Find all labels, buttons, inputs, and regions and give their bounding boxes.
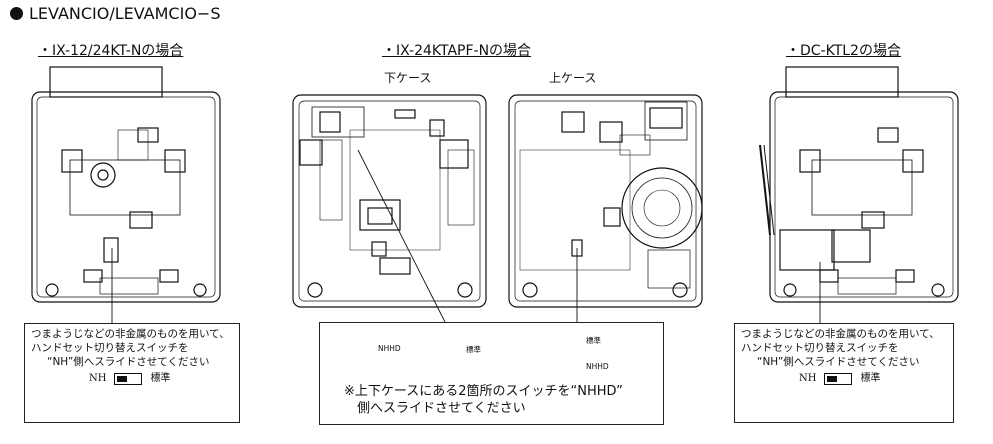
phone-ix12-drawing <box>31 66 221 303</box>
model-label-right: ・DC-KTL2の場合 <box>786 43 901 59</box>
heading-text: LEVANCIO/LEVAMCIO−S <box>29 4 221 23</box>
model-label-middle: ・IX-24KTAPF-Nの場合 <box>382 43 532 59</box>
standard-label-left: 標準 <box>466 345 481 354</box>
nhhd-label-right: NHHD <box>586 362 609 371</box>
instruction-note-middle <box>319 322 664 425</box>
slide-switch-icon <box>114 373 143 385</box>
note-line: ハンドセット切り替えスイッチを <box>31 342 189 354</box>
bullet-icon <box>10 7 23 20</box>
instruction-note-right: つまようじなどの非金属のものを用いて、 ハンドセット切り替えスイッチを “NH”… <box>734 323 954 423</box>
note-line: ※上下ケースにある2箇所のスイッチを“NHHD” <box>344 384 623 399</box>
phone-ix24-upper-drawing <box>508 94 703 308</box>
note-line: “NH”側へスライドさせてください <box>47 356 210 368</box>
slide-switch-icon <box>824 373 853 385</box>
switch-label-nh: NH <box>89 373 107 384</box>
note-line: 側へスライドさせてください <box>344 401 526 416</box>
note-line: ハンドセット切り替えスイッチを <box>741 342 899 354</box>
switch-label-standard: 標準 <box>860 373 881 384</box>
note-line: “NH”側へスライドさせてください <box>757 356 920 368</box>
instruction-note-left: つまようじなどの非金属のものを用いて、 ハンドセット切り替えスイッチを “NH”… <box>24 323 240 423</box>
nhhd-label-left: NHHD <box>378 344 401 353</box>
note-line: つまようじなどの非金属のものを用いて、 <box>741 328 940 340</box>
nh-switch-illustration: NH 標準 <box>31 372 233 386</box>
phone-dcktl2-drawing <box>759 66 959 303</box>
switch-label-standard: 標準 <box>150 373 171 384</box>
phone-ix24-lower-drawing <box>292 94 487 308</box>
note-line: つまようじなどの非金属のものを用いて、 <box>31 328 230 340</box>
page-heading: LEVANCIO/LEVAMCIO−S <box>10 4 220 23</box>
switch-label-nh: NH <box>799 373 817 384</box>
nh-switch-illustration: NH 標準 <box>741 372 947 386</box>
middle-note-text: ※上下ケースにある2箇所のスイッチを“NHHD” 側へスライドさせてください <box>344 383 623 417</box>
standard-label-right: 標準 <box>586 336 601 345</box>
lower-case-label: 下ケース <box>384 71 432 85</box>
model-label-left: ・IX-12/24KT-Nの場合 <box>38 43 184 59</box>
upper-case-label: 上ケース <box>549 71 597 85</box>
